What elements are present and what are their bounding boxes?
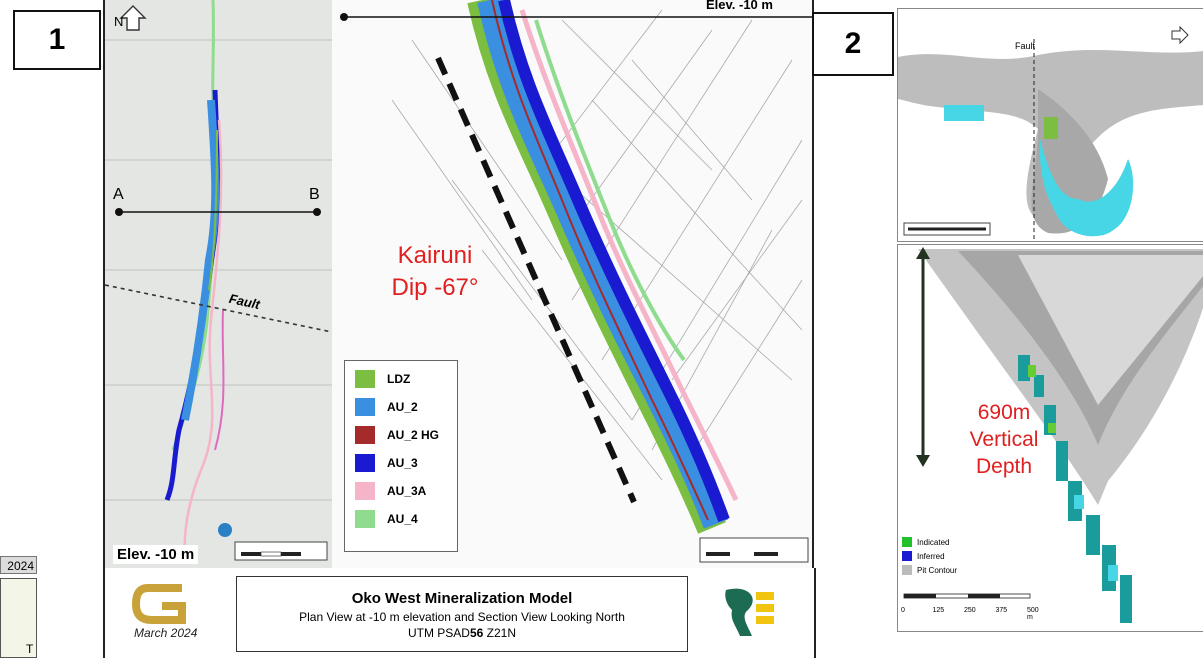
plan-scale-bar [234, 541, 328, 561]
map-subtitle: Plan View at -10 m elevation and Section… [299, 610, 625, 624]
legend-item: Inferred [902, 549, 1022, 563]
projection-suffix: Z21N [483, 626, 517, 640]
plan-elevation-label: Elev. -10 m [113, 545, 199, 564]
legend-swatch [902, 537, 912, 547]
partner-logo [720, 584, 776, 640]
panel2-fault-label: Fault [1015, 41, 1036, 51]
section-end-marker [313, 208, 321, 216]
dip-annotation-title: Kairuni [397, 242, 473, 269]
legend-item: AU_4 [355, 509, 457, 529]
panel-number-1: 1 [13, 10, 101, 70]
plan-view-drawing [105, 0, 332, 561]
scale-tick-label: 375 [995, 607, 1008, 614]
legend-swatch [355, 454, 375, 472]
fault-line [105, 284, 332, 333]
dip-indicator-line [435, 56, 637, 504]
long-section-top: Fault [897, 8, 1203, 242]
legend-item: AU_3A [355, 481, 457, 501]
map-projection: UTM PSAD56 Z21N [237, 626, 687, 640]
legend-swatch [355, 482, 375, 500]
dip-annotation-value: Dip -67° [391, 274, 479, 301]
scale-tick-label: 0 [901, 607, 905, 614]
legend-item: LDZ [355, 369, 457, 389]
north-label: N [114, 14, 124, 29]
section-scale-bar [699, 537, 809, 563]
legend-label: AU_3A [387, 484, 427, 498]
map-title: Oko West Mineralization Model [351, 590, 573, 607]
legend-swatch [355, 398, 375, 416]
orientation-globe-icon [218, 523, 232, 537]
drill-holes [391, 9, 803, 481]
legend-swatch [902, 551, 912, 561]
legend-label: AU_3 [387, 456, 418, 470]
cross-section-drawing [916, 247, 1203, 623]
legend-label: AU_2 [387, 400, 418, 414]
scale-tick-label: 125 [932, 607, 945, 614]
legend-item: AU_3 [355, 453, 457, 473]
ore-blocks [1018, 355, 1132, 623]
panel-number-2: 2 [812, 12, 894, 76]
legend-label: AU_4 [387, 512, 418, 526]
section-view-drawing [340, 0, 812, 563]
panel2-scale-bar: 0 125 250 375 500 m [901, 589, 1039, 621]
scale-tick-label: 250 [964, 607, 976, 614]
legend-item: AU_2 [355, 397, 457, 417]
side-year-label: 2024 [0, 556, 37, 574]
depth-label-depth: Depth [975, 455, 1033, 478]
depth-value: 690m [977, 401, 1031, 424]
legend-label: Pit Contour [917, 565, 958, 575]
long-section-top-drawing [898, 25, 1203, 241]
side-legend-box [0, 578, 37, 658]
legend-label: Inferred [917, 551, 945, 561]
projection-prefix: UTM PSAD [407, 626, 470, 640]
legend-item: Pit Contour [902, 563, 1022, 577]
legend-swatch [355, 510, 375, 528]
legend-swatch [355, 426, 375, 444]
section-start-marker [115, 208, 123, 216]
depth-annotation: 690m Vertical Depth [934, 399, 1074, 480]
legend-label: AU_2 HG [387, 428, 440, 442]
map-date: March 2024 [134, 626, 198, 640]
scale-tick-label: 500 m [1027, 607, 1039, 621]
legend-item: Indicated [902, 535, 1022, 549]
panel2-north-arrow-icon [1171, 25, 1189, 45]
cropped-side-panel: 2024 T [0, 556, 37, 658]
company-logo: March 2024 [130, 578, 210, 640]
plan-view-map: N A B Fault Elev. -10 m [103, 0, 334, 568]
legend-swatch [902, 565, 912, 575]
section-elevation-label: Elev. -10 m [706, 0, 773, 12]
projection-zone-bold: 56 [469, 626, 484, 640]
dip-annotation: Kairuni Dip -67° [360, 240, 510, 304]
legend-swatch [355, 370, 375, 388]
north-arrow-icon [119, 5, 147, 31]
legend-item: AU_2 HG [355, 425, 457, 445]
side-fragment-text: T [26, 642, 34, 656]
depth-label-vertical: Vertical [969, 428, 1039, 451]
legend-label: Indicated [917, 537, 950, 547]
section-end-label: B [309, 186, 320, 203]
title-panel: Oko West Mineralization Model Plan View … [236, 576, 688, 652]
section-start-label: A [113, 186, 124, 203]
legend-label: LDZ [387, 372, 411, 386]
